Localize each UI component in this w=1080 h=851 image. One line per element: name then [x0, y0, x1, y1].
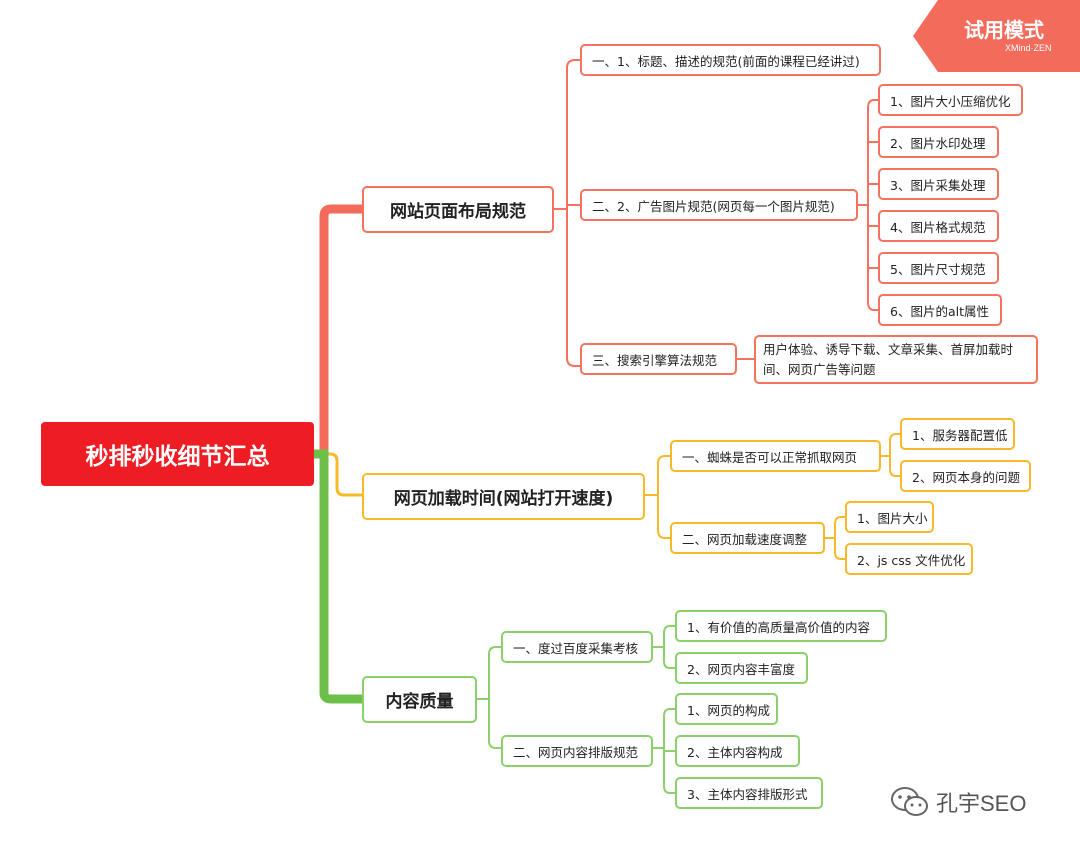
watermark-text: 孔宇SEO	[936, 791, 1027, 816]
trunk-green	[314, 449, 362, 704]
green-branch-connectors	[477, 625, 675, 794]
topic-layout-spec-node[interactable]: 二、网页内容排版规范	[501, 735, 653, 767]
topic-title-desc-node[interactable]: 一、1、标题、描述的规范(前面的课程已经讲过)	[580, 44, 881, 76]
image-alt-node[interactable]: 6、图片的alt属性	[878, 294, 1002, 326]
main-content-structure-node[interactable]: 2、主体内容构成	[675, 735, 800, 767]
content-richness-node[interactable]: 2、网页内容丰富度	[675, 652, 808, 684]
trial-badge-shape	[913, 0, 1080, 72]
topic-ad-image-node[interactable]: 二、2、广告图片规范(网页每一个图片规范)	[580, 189, 858, 221]
main-content-layout-node[interactable]: 3、主体内容排版形式	[675, 777, 823, 809]
red-branch-connectors	[554, 59, 878, 367]
image-watermark-node[interactable]: 2、图片水印处理	[878, 126, 999, 158]
image-format-node[interactable]: 4、图片格式规范	[878, 210, 999, 242]
image-size-speed-node[interactable]: 1、图片大小	[845, 501, 934, 533]
valuable-content-node[interactable]: 1、有价值的高质量高价值的内容	[675, 610, 887, 642]
image-compress-node[interactable]: 1、图片大小压缩优化	[878, 84, 1023, 116]
watermark: 孔宇SEO	[890, 786, 1026, 818]
branch-load-time-node[interactable]: 网页加载时间(网站打开速度)	[362, 473, 645, 520]
image-size-node[interactable]: 5、图片尺寸规范	[878, 252, 999, 284]
topic-baidu-review-node[interactable]: 一、度过百度采集考核	[501, 631, 653, 663]
root-node[interactable]: 秒排秒收细节汇总	[41, 422, 314, 486]
wechat-icon	[891, 787, 928, 816]
topic-spider-crawl-node[interactable]: 一、蜘蛛是否可以正常抓取网页	[670, 440, 881, 472]
topic-load-speed-node[interactable]: 二、网页加载速度调整	[670, 522, 825, 554]
topic-search-algorithm-node[interactable]: 三、搜索引擎算法规范	[580, 343, 737, 375]
page-issue-node[interactable]: 2、网页本身的问题	[900, 460, 1031, 492]
algorithm-detail-node[interactable]: 用户体验、诱导下载、文章采集、首屏加载时间、网页广告等问题	[754, 335, 1038, 384]
branch-content-quality-node[interactable]: 内容质量	[362, 676, 477, 723]
trunk-red	[314, 204, 362, 459]
yellow-branch-connectors	[645, 433, 900, 560]
page-structure-node[interactable]: 1、网页的构成	[675, 693, 778, 725]
js-css-optimize-node[interactable]: 2、js css 文件优化	[845, 543, 973, 575]
image-collect-node[interactable]: 3、图片采集处理	[878, 168, 999, 200]
trial-mode-label: 试用模式	[964, 18, 1044, 42]
trunk-yellow	[314, 452, 362, 497]
xmind-zen-label: XMind·ZEN	[1005, 43, 1052, 53]
branch-layout-node[interactable]: 网站页面布局规范	[362, 186, 554, 233]
server-config-node[interactable]: 1、服务器配置低	[900, 418, 1015, 450]
